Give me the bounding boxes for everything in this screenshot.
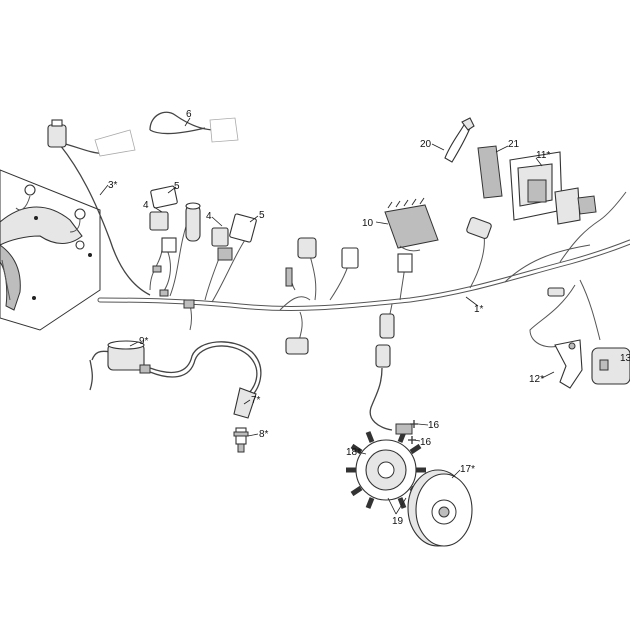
part-12-bracket <box>554 339 583 389</box>
part-10-regulator <box>384 197 439 252</box>
main-harness <box>97 239 630 311</box>
relays-parts-4-5 <box>149 185 257 261</box>
part-6-cable-loop <box>149 111 239 143</box>
callout-9: 9* <box>139 336 149 347</box>
leader-lines <box>99 117 555 515</box>
callout-18: 18* <box>346 447 361 458</box>
callout-16b: 16 <box>420 437 432 448</box>
callout-4b: 4 <box>206 211 212 222</box>
callout-13: 13 <box>620 353 630 364</box>
part-17-flywheel <box>407 469 473 547</box>
callout-labels: 1* 3* 4 4 5 5 6 7* 8* 9* 10 11* 12* 13 1… <box>108 109 630 527</box>
callout-19: 19 <box>392 516 404 527</box>
harness-connectors <box>152 217 565 368</box>
part-8-spark-plug <box>233 427 249 453</box>
callout-5b: 5 <box>259 210 265 221</box>
callout-11: 11* <box>536 150 550 161</box>
callout-6: 6 <box>186 109 192 120</box>
callout-4a: 4 <box>143 200 149 211</box>
callout-7: 7* <box>251 395 261 406</box>
callout-5a: 5 <box>174 181 180 192</box>
callout-20: 20 <box>420 139 432 150</box>
callout-17: 17* <box>460 464 475 475</box>
callout-12: 12* <box>529 374 544 385</box>
part-9-ignition-coil <box>89 340 262 399</box>
callout-8: 8* <box>259 429 269 440</box>
part-3-connector <box>47 119 136 157</box>
part-13-sensor <box>591 347 630 385</box>
callout-21: 21 <box>508 139 520 150</box>
callout-16a: 16 <box>428 420 440 431</box>
callout-10: 10 <box>362 218 374 229</box>
callout-1: 1* <box>474 304 484 315</box>
part-21-plate <box>477 145 503 199</box>
part-11-ecu <box>509 151 597 225</box>
headlight-inset <box>0 169 101 331</box>
part-20-strap <box>444 117 475 163</box>
part-18-stator <box>346 367 426 509</box>
callout-3: 3* <box>108 180 118 191</box>
